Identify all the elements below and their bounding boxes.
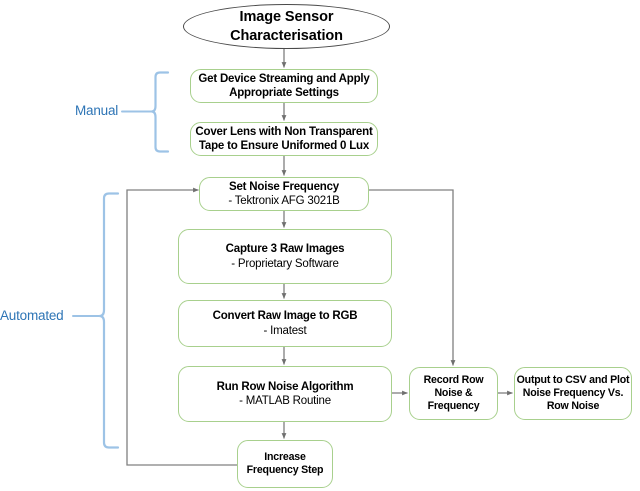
node-convert-raw-to-rgb[interactable]: Convert Raw Image to RGB - Imatest	[178, 300, 392, 347]
group-label-automated: Automated	[0, 308, 64, 323]
node-title-line2: Appropriate Settings	[229, 87, 339, 99]
group-label-manual: Manual	[75, 103, 119, 118]
node-title-line2: Noise Frequency Vs.	[522, 387, 624, 400]
node-record-row-noise[interactable]: Record Row Noise & Frequency	[409, 367, 498, 420]
node-subtitle: - Tektronix AFG 3021B	[228, 195, 340, 207]
node-output-csv-plot[interactable]: Output to CSV and Plot Noise Frequency V…	[514, 367, 632, 420]
node-title-line2: Tape to Ensure Uniformed 0 Lux	[198, 140, 370, 152]
node-title-line3: Row Noise	[546, 399, 600, 412]
node-run-row-noise-algorithm[interactable]: Run Row Noise Algorithm - MATLAB Routine	[178, 366, 392, 422]
node-title-line1: Convert Raw Image to RGB	[212, 310, 358, 323]
node-increase-frequency-step[interactable]: Increase Frequency Step	[237, 440, 333, 488]
node-title-line1: Cover Lens with Non Transparent	[195, 125, 373, 138]
automated-brace	[99, 192, 120, 449]
node-set-noise-frequency[interactable]: Set Noise Frequency - Tektronix AFG 3021…	[199, 177, 369, 211]
node-title-line2: Frequency Step	[246, 464, 324, 476]
terminator-text-line2: Characterisation	[230, 27, 343, 44]
node-cover-lens[interactable]: Cover Lens with Non Transparent Tape to …	[190, 122, 378, 156]
node-subtitle: - Proprietary Software	[231, 257, 339, 270]
node-title-line1: Run Row Noise Algorithm	[216, 380, 354, 393]
node-title-line3: Frequency	[427, 399, 480, 412]
terminator-text-line1: Image Sensor	[239, 9, 334, 26]
node-title-line2: Noise &	[434, 387, 473, 400]
node-title-line1: Capture 3 Raw Images	[225, 243, 345, 256]
node-image-sensor-characterisation[interactable]: Image Sensor Characterisation	[183, 4, 390, 49]
node-get-device-streaming[interactable]: Get Device Streaming and Apply Appropria…	[190, 69, 378, 103]
node-title-line1: Output to CSV and Plot	[516, 374, 630, 387]
node-title-line1: Set Noise Frequency	[229, 180, 339, 193]
node-subtitle: - Imatest	[263, 324, 307, 337]
node-title-line1: Record Row	[423, 374, 484, 387]
terminator-text: Image Sensor Characterisation	[230, 8, 343, 44]
node-capture-raw-images[interactable]: Capture 3 Raw Images - Proprietary Softw…	[178, 229, 392, 284]
node-subtitle: - MATLAB Routine	[239, 395, 331, 407]
manual-brace	[151, 71, 170, 153]
node-title-line1: Increase	[264, 451, 306, 464]
node-title-line1: Get Device Streaming and Apply	[198, 72, 370, 85]
